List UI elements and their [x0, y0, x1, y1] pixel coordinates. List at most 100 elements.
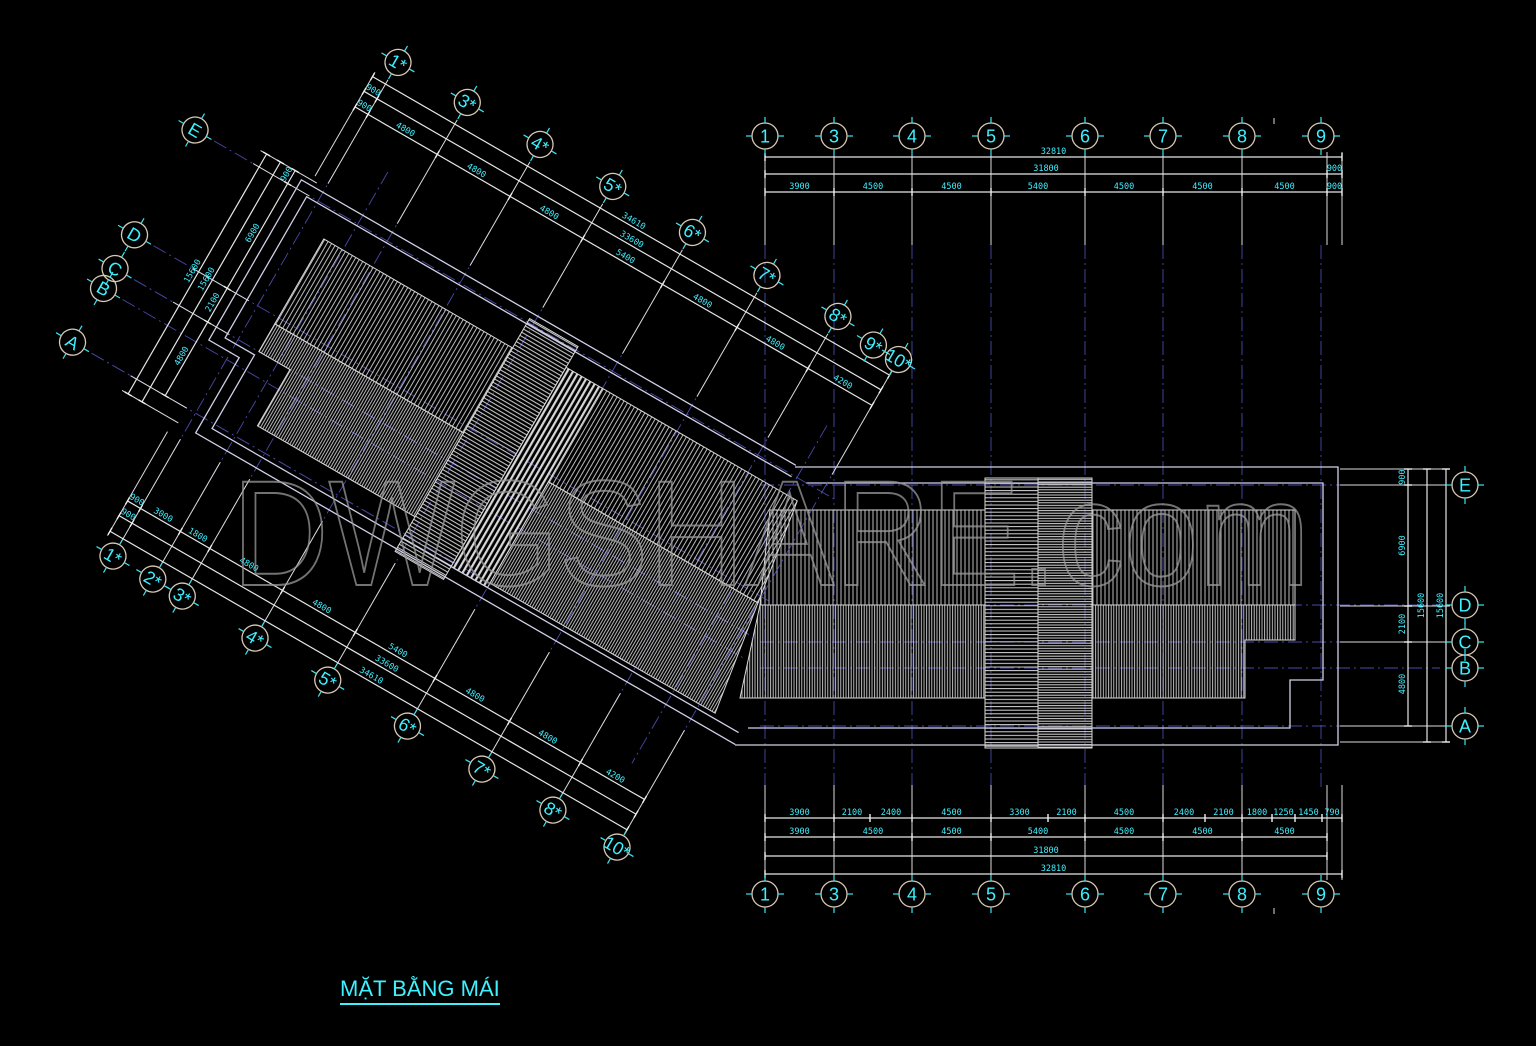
dimension-tick [177, 527, 183, 536]
dimension-line [109, 530, 628, 831]
roof-hatch [739, 477, 1296, 749]
axis-label: 7 [1158, 127, 1168, 147]
axis-bubble-stem [596, 176, 602, 181]
axis-bubble-side: D [1446, 586, 1484, 624]
axis-bubble-bottom: 7 [1144, 875, 1182, 913]
extension-line [334, 562, 396, 668]
extension-line [189, 478, 251, 584]
axis-bubble-bottom: 3 [815, 875, 853, 913]
axis-bubble-stem [623, 192, 630, 197]
dimension-value: 900 [364, 83, 382, 99]
extension-line [262, 520, 323, 626]
axis-bubble-stem [165, 586, 172, 591]
side-dimension-total-inner: 15600 [138, 159, 285, 405]
dimension-tick [124, 497, 131, 505]
axis-bubble-stem [136, 569, 142, 574]
axis-bubble-stem [600, 837, 607, 842]
axis-bubble-stem [93, 299, 98, 306]
dimension-value: 3900 [789, 182, 809, 192]
dimension-tick [805, 364, 811, 373]
extension-line [624, 729, 685, 835]
dimension-value: 31800 [1033, 164, 1059, 174]
roof-outline-inner [211, 195, 792, 734]
axis-bubble-stem [909, 365, 916, 370]
axis-bubble-stem [904, 342, 909, 349]
axis-bubble-stem [124, 245, 129, 252]
axis-bubble-stem [550, 150, 557, 155]
dimension-tick [203, 319, 212, 325]
dimension-value: 900 [1398, 469, 1408, 484]
axis-label: 10* [882, 345, 915, 376]
dimension-value: 15600 [1436, 593, 1446, 619]
dimension-value: 4800 [173, 345, 192, 368]
dimension-value: 15600 [1417, 593, 1427, 619]
axis-bubble-stem [261, 621, 266, 628]
axis-label: D [1459, 596, 1472, 616]
axis-bubble-stem [536, 800, 542, 805]
axis-bubble-stem [777, 281, 784, 286]
axis-bubble-stem [83, 348, 90, 353]
axis-bubble-stem [118, 539, 124, 546]
dimension-tick [352, 628, 358, 637]
dimension-tick [291, 167, 300, 174]
axis-bubble-stem [145, 240, 152, 245]
extension-line [120, 438, 181, 544]
axis-bubble-stem [98, 258, 105, 263]
dimension-tick [279, 586, 286, 595]
axis-bubble-top: 1 [746, 117, 784, 155]
dimension-value: 4500 [1114, 808, 1134, 818]
extension-line [130, 375, 188, 409]
axis-label: 5 [986, 885, 996, 905]
cross-gable-roof [1037, 477, 1093, 749]
axis-bubble-bottom: 10* [600, 830, 634, 864]
axis-bubble-side: C [1446, 623, 1484, 661]
axis-label: E [185, 119, 205, 142]
axis-bubble-bottom: 1 [746, 875, 784, 913]
axis-bubble-stem [465, 759, 471, 764]
axis-bubble-stem [682, 243, 687, 250]
dimension-value: 900 [279, 165, 295, 183]
roof-outline-outer [194, 178, 797, 745]
axis-bubble-stem [201, 113, 206, 120]
axis-bubble-stem [178, 119, 185, 125]
dimension-line [363, 90, 882, 391]
axis-label: B [1459, 659, 1471, 679]
dimension-tick [137, 504, 144, 513]
axis-bubble-stem [602, 197, 607, 204]
axis-bubble-stem [450, 92, 457, 97]
dimension-tick [276, 159, 285, 165]
dimension-tick [507, 192, 513, 201]
dimension-value: 2100 [1398, 614, 1408, 634]
dimension-value: 31800 [1033, 846, 1059, 856]
roof-hatch [256, 238, 798, 714]
dimension-value: 1250 [1273, 808, 1293, 818]
axis-bubble-stem [879, 328, 884, 335]
dimension-value: 4800 [764, 334, 787, 353]
axis-bubble-stem [618, 169, 623, 176]
dimension-tick [138, 399, 146, 405]
dimension-value: 32810 [1041, 147, 1067, 157]
extension-line [560, 692, 621, 798]
axis-bubble-stem [888, 370, 893, 377]
axis-bubble-bottom: 7* [465, 752, 499, 786]
dimension-tick [129, 519, 135, 527]
axis-label: B [93, 277, 113, 300]
dimension-value: 3300 [1009, 808, 1029, 818]
axis-bubble-stem [109, 271, 114, 278]
dimension-value: 4500 [1274, 827, 1294, 837]
axis-bubble-stem [848, 322, 855, 327]
axis-bubble-stem [245, 649, 250, 655]
dimension-value: 790 [1324, 808, 1339, 818]
axis-label: 1 [760, 885, 770, 905]
axis-label: 5 [986, 127, 996, 147]
axis-bubble-bottom: 8 [1223, 875, 1261, 913]
axis-label: C [104, 257, 125, 281]
axis-bubble-stem [530, 155, 535, 162]
dimension-value: 4500 [1114, 827, 1134, 837]
dimension-value: 4500 [941, 827, 961, 837]
axis-bubble-stem [827, 327, 832, 334]
dimension-value: 5400 [614, 248, 637, 267]
axis-bubble-stem [863, 355, 868, 362]
